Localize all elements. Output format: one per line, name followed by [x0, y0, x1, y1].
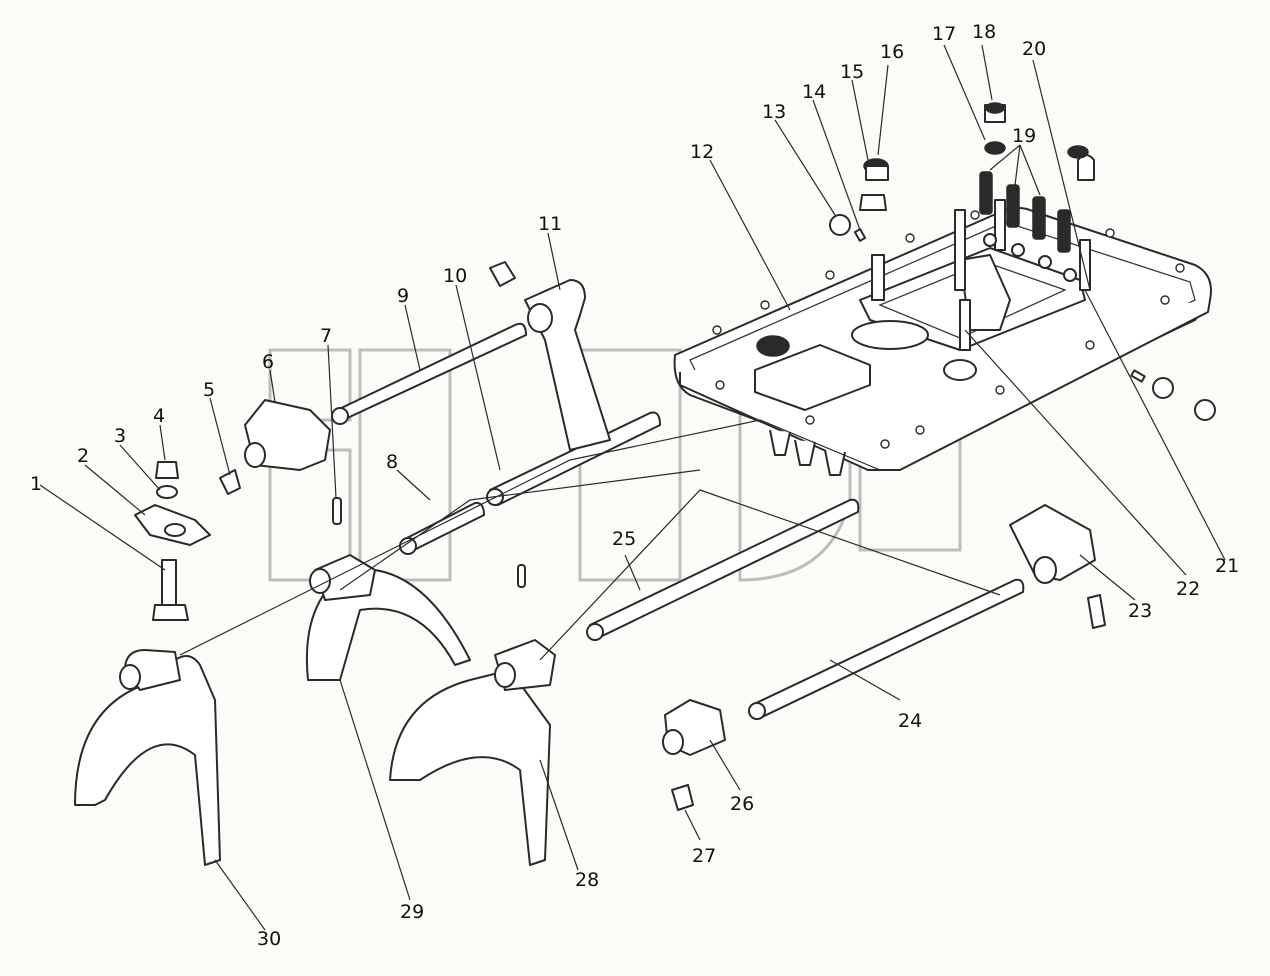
- callout-label-16: 16: [880, 41, 904, 63]
- interlock-block: [219, 399, 331, 495]
- callout-label-18: 18: [972, 21, 996, 43]
- callout-label-24: 24: [898, 710, 922, 732]
- pins: [332, 497, 526, 588]
- callout-label-28: 28: [575, 869, 599, 891]
- selector-blocks: [662, 504, 1106, 811]
- callout-label-29: 29: [400, 901, 424, 923]
- leader-lines: [39, 44, 1226, 931]
- callout-label-17: 17: [932, 23, 956, 45]
- callout-label-8: 8: [386, 451, 398, 473]
- callout-label-30: 30: [257, 928, 281, 950]
- callout-label-20: 20: [1022, 38, 1046, 60]
- callout-label-1: 1: [30, 473, 42, 495]
- callout-label-7: 7: [320, 325, 332, 347]
- callout-label-2: 2: [77, 445, 89, 467]
- shift-rails: [331, 322, 1025, 720]
- callout-label-19: 19: [1012, 125, 1036, 147]
- callout-label-22: 22: [1176, 578, 1200, 600]
- callout-label-23: 23: [1128, 600, 1152, 622]
- callout-label-13: 13: [762, 101, 786, 123]
- callout-label-5: 5: [203, 379, 215, 401]
- callout-label-3: 3: [114, 425, 126, 447]
- shift-lever: [489, 261, 611, 451]
- callout-label-26: 26: [730, 793, 754, 815]
- callout-label-4: 4: [153, 405, 165, 427]
- shift-forks: [74, 554, 556, 866]
- callout-label-25: 25: [612, 528, 636, 550]
- callout-label-10: 10: [443, 265, 467, 287]
- callout-label-14: 14: [802, 81, 826, 103]
- callout-label-12: 12: [690, 141, 714, 163]
- bolt-bracket: [134, 461, 211, 621]
- callout-label-27: 27: [692, 845, 716, 867]
- callout-label-21: 21: [1215, 555, 1239, 577]
- callout-label-11: 11: [538, 213, 562, 235]
- fasteners-group: [829, 102, 1216, 421]
- callout-label-9: 9: [397, 285, 409, 307]
- cover-plate: [673, 206, 1212, 476]
- callout-label-6: 6: [262, 351, 274, 373]
- callout-label-15: 15: [840, 61, 864, 83]
